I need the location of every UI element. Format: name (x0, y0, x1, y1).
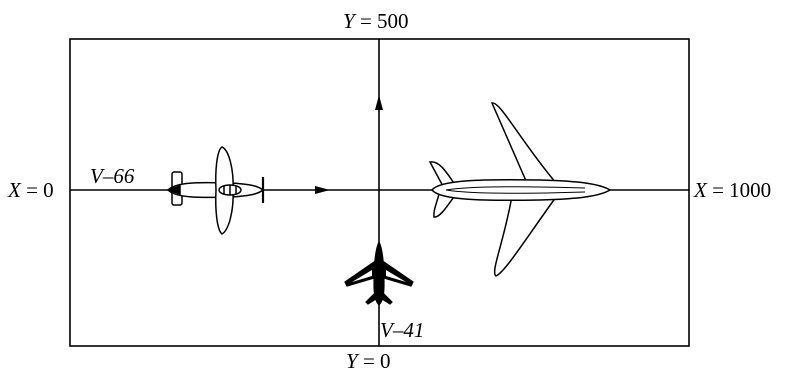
route-v41-label: V–41 (380, 318, 424, 342)
v41-direction-arrow (375, 95, 383, 110)
x-right-label: X = 1000 (693, 178, 771, 202)
v66-direction-arrow (315, 186, 330, 194)
y-top-label: Y = 500 (343, 9, 409, 33)
x-left-label: X = 0 (7, 178, 54, 202)
route-v66-label: V–66 (90, 164, 135, 188)
large-jet-airliner (430, 103, 610, 276)
y-bottom-label: Y = 0 (346, 349, 391, 373)
small-propeller-plane (168, 147, 263, 234)
small-jet-northbound (345, 242, 413, 305)
